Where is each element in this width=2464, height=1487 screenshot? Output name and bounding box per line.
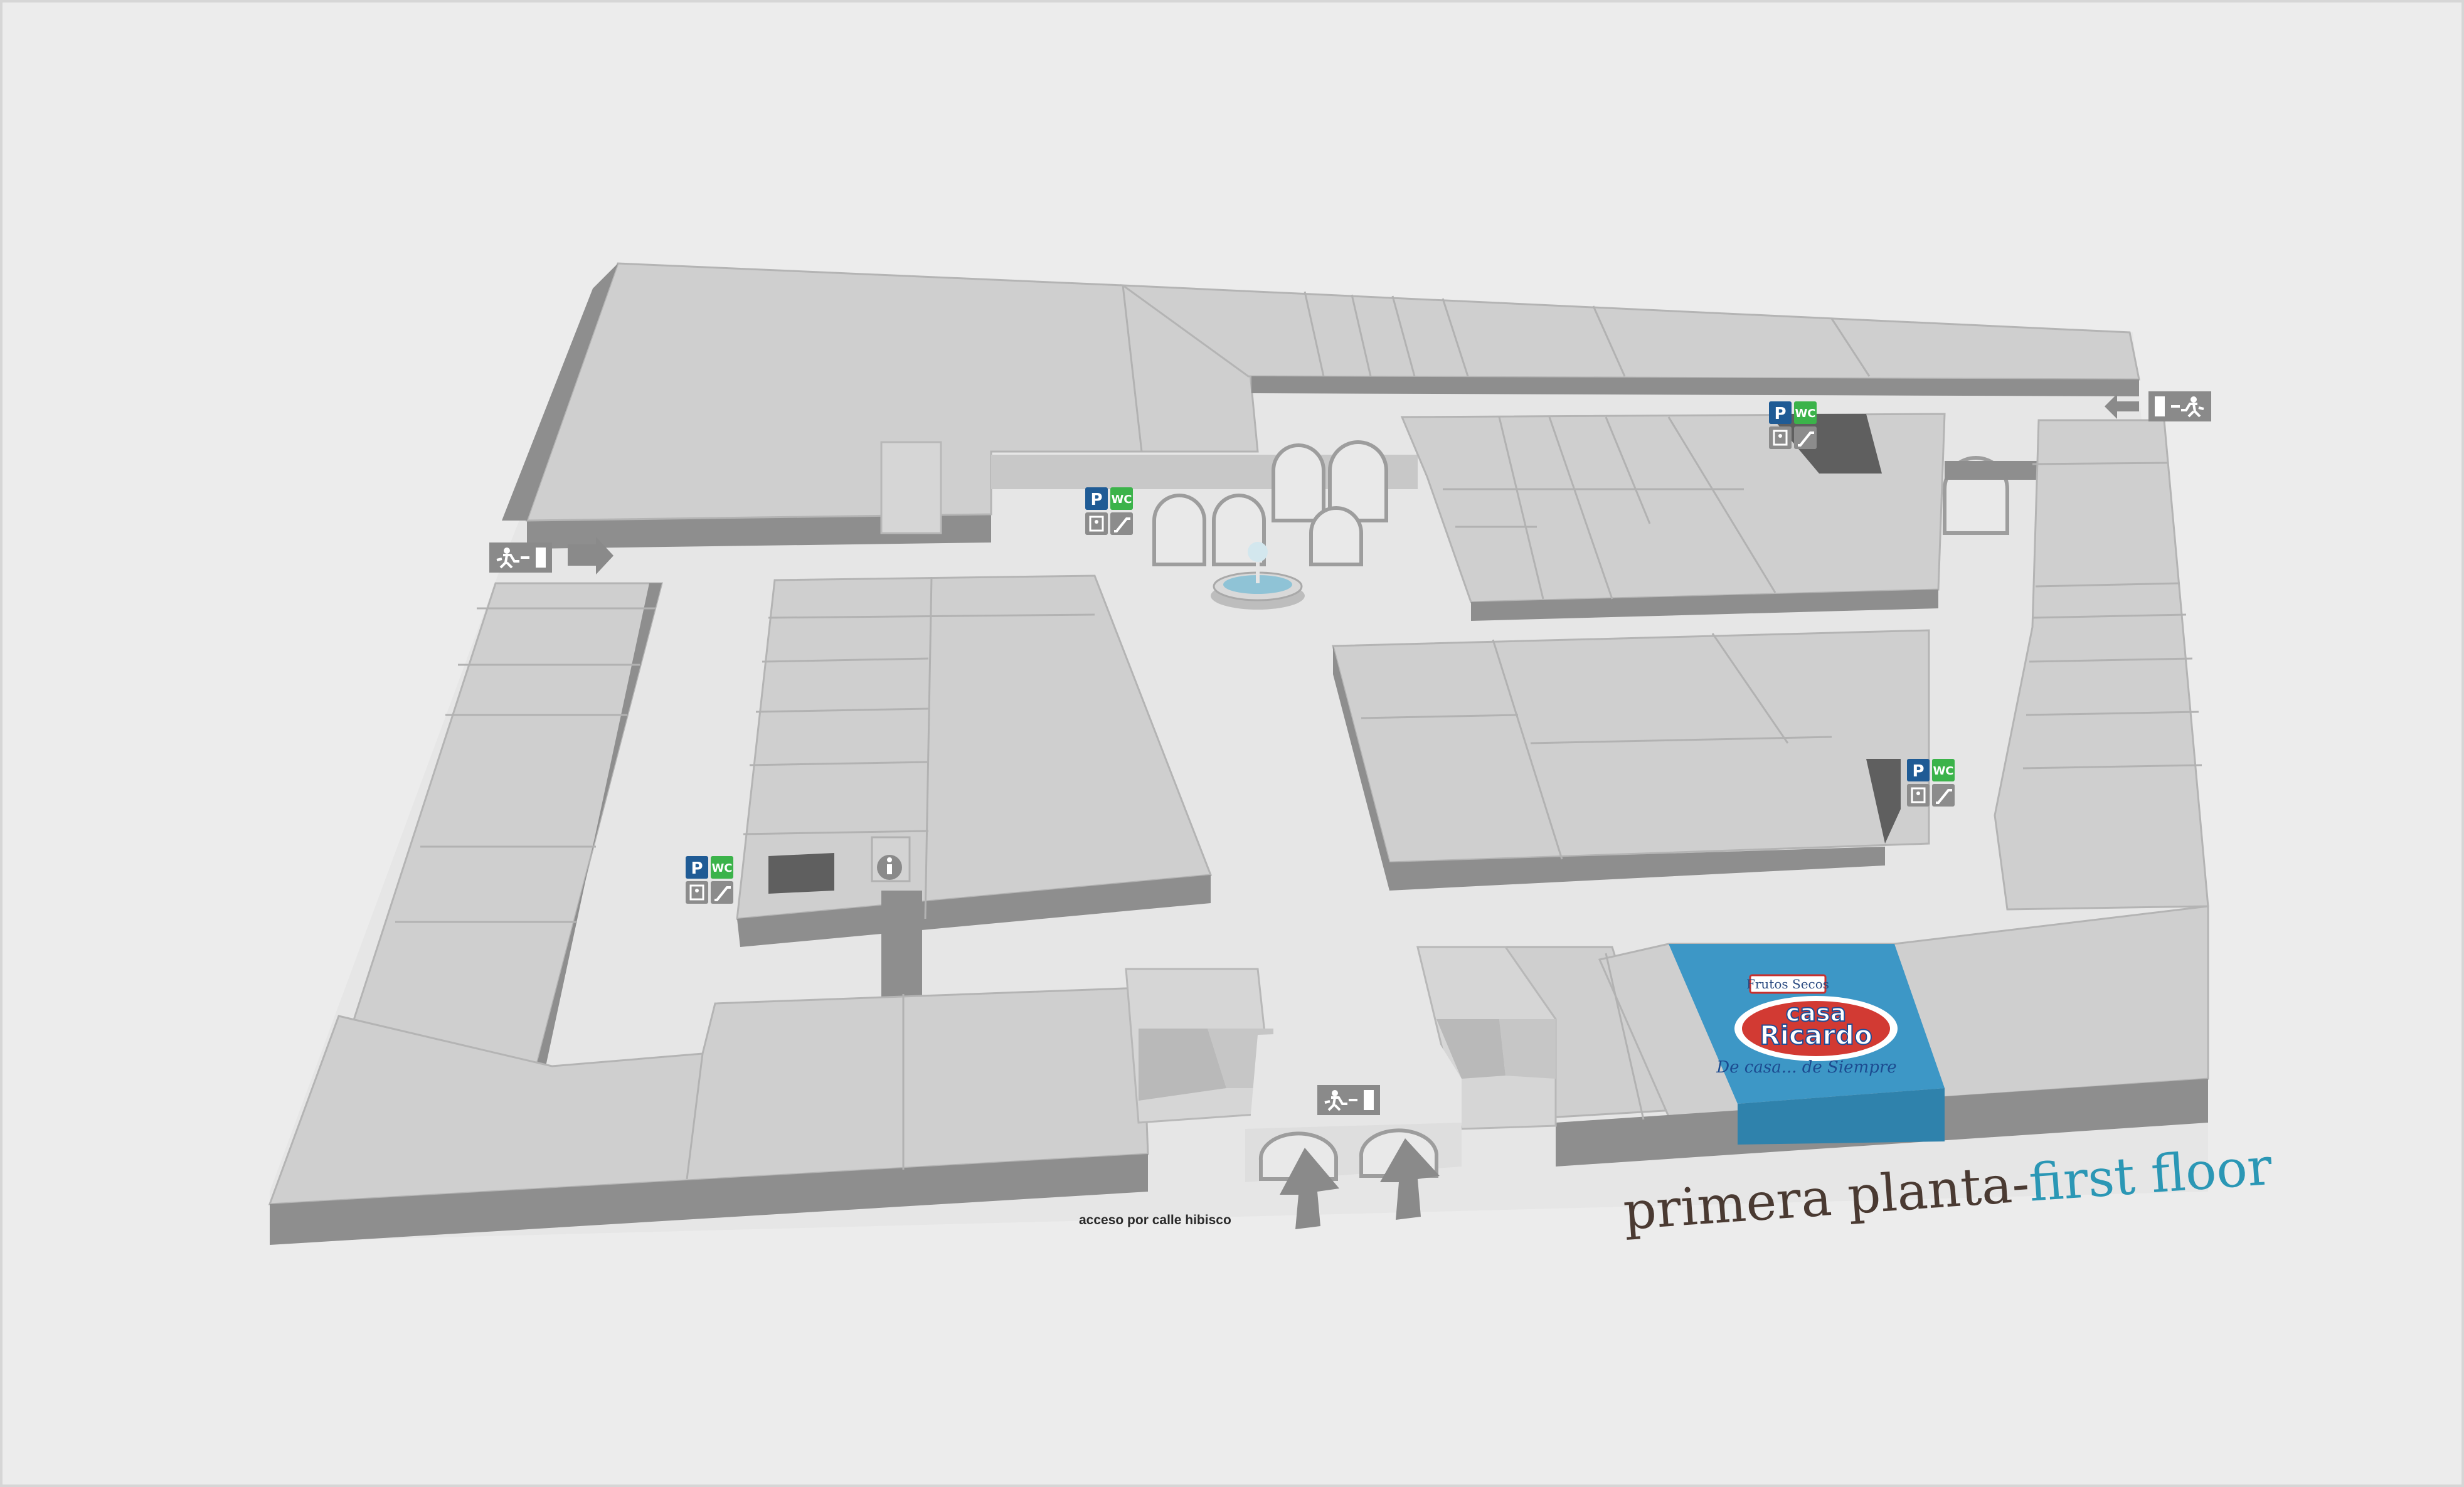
store-name-line1: casa bbox=[1786, 999, 1846, 1027]
store-name-line2: Ricardo bbox=[1760, 1020, 1872, 1050]
arcade bbox=[991, 440, 2039, 566]
direction-arrow-icon bbox=[2105, 394, 2139, 419]
wc-icon: WC bbox=[711, 862, 732, 875]
emergency-exit-icon bbox=[2147, 390, 2212, 423]
west-building-column bbox=[337, 582, 663, 1067]
parking-icon: P bbox=[1912, 762, 1924, 781]
entrance-arrow-icon bbox=[1380, 1138, 1440, 1220]
service-cluster-e[interactable]: P WC bbox=[1906, 758, 1956, 808]
west-central-building bbox=[736, 574, 1213, 997]
parking-icon: P bbox=[691, 859, 703, 878]
fountain-icon bbox=[1211, 542, 1305, 610]
emergency-exit-icon bbox=[488, 541, 553, 574]
highlight-store-casa-ricardo[interactable]: Frutos Secos casa Ricardo De casa... de … bbox=[1669, 944, 1945, 1145]
south-central-building bbox=[1332, 629, 1930, 891]
emergency-exit-icon bbox=[1316, 1084, 1381, 1116]
parking-icon: P bbox=[1774, 405, 1786, 423]
direction-arrow-icon bbox=[568, 537, 613, 574]
service-cluster-w[interactable]: P WC bbox=[684, 855, 735, 905]
east-building-column bbox=[1994, 419, 2209, 911]
service-cluster-nw[interactable]: P WC bbox=[1084, 486, 1134, 536]
store-tagline: Frutos Secos bbox=[1746, 976, 1829, 992]
central-east-building bbox=[1400, 413, 1946, 621]
north-building-block bbox=[502, 262, 2140, 549]
wc-icon: WC bbox=[1795, 407, 1815, 420]
wc-icon: WC bbox=[1933, 765, 1953, 778]
store-slogan: De casa... de Siempre bbox=[1716, 1058, 1896, 1077]
wc-icon: WC bbox=[1111, 493, 1132, 506]
access-street-label: acceso por calle hibisco bbox=[1079, 1213, 1231, 1227]
info-icon[interactable] bbox=[871, 836, 911, 882]
store-logo: Frutos Secos casa Ricardo De casa... de … bbox=[1716, 974, 1898, 1077]
parking-icon: P bbox=[1090, 490, 1102, 509]
service-cluster-ne[interactable]: P WC bbox=[1768, 400, 1818, 450]
entrance-arrow-icon bbox=[1280, 1148, 1339, 1229]
